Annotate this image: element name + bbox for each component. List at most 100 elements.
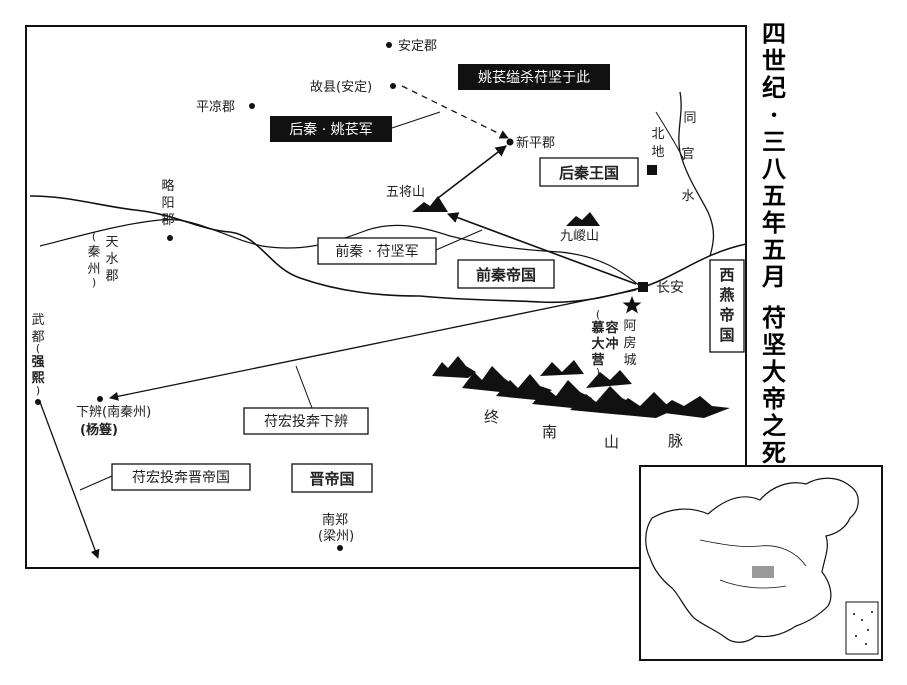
city-dot-lueyang <box>167 235 173 241</box>
place-nanzheng-1: 南郑 <box>322 512 348 528</box>
place-afang-2: 房 <box>623 335 636 351</box>
place-wujiangshan: 五将山 <box>386 185 425 200</box>
murong-camp-2: 慕 <box>590 320 604 336</box>
qiangxi-4: ) <box>36 384 40 397</box>
city-dot-anding <box>386 42 392 48</box>
place-qinzhou-2: 秦 <box>87 245 100 260</box>
fu-hong-xiabian-box <box>243 407 369 435</box>
western-yan-char-4: 国 <box>719 326 734 344</box>
place-qinzhou-1: ( <box>92 230 96 243</box>
changan-to-xiabian-arrow <box>109 289 637 401</box>
fu-hong-xiabian-label: 苻宏投奔下辨 <box>264 413 348 430</box>
zhongnan-mountain-range-icon <box>432 356 730 418</box>
murong-camp-4: 冲 <box>605 336 618 352</box>
murong-camp-3: 容 <box>604 320 618 336</box>
place-xinping: 新平郡 <box>516 135 555 151</box>
inset-china-outline <box>645 477 859 643</box>
former-qin-state-label: 前秦帝国 <box>476 266 536 284</box>
city-dot-xinping <box>506 138 514 146</box>
place-xiabian: 下辨(南秦州) <box>76 404 151 420</box>
place-yang-nan: (杨簦) <box>80 422 118 438</box>
zhongnan-char-2: 南 <box>542 423 557 441</box>
tongguan-char-1: 同 <box>683 111 696 126</box>
inset-south-sea-islands <box>853 611 873 645</box>
jin-state-box <box>291 463 373 493</box>
place-tianshui-2: 水 <box>105 252 118 267</box>
place-tianshui-3: 郡 <box>105 269 118 284</box>
city-dot-wudu <box>35 399 41 405</box>
place-afang-1: 阿 <box>623 319 636 334</box>
jiuzong-mountain-icon <box>566 212 600 226</box>
place-nanzheng-2: (梁州) <box>318 529 354 544</box>
city-dot-guxian <box>390 83 396 89</box>
place-qinzhou-3: 州 <box>87 262 100 277</box>
former-qin-army-label: 前秦 · 苻坚军 <box>335 243 418 260</box>
callout-leader-xiabian <box>295 365 313 409</box>
murong-camp-7: ) <box>596 366 600 379</box>
place-beidi-1: 北 <box>651 127 664 142</box>
city-dot-xiabian <box>97 396 103 402</box>
yao-route-dashed <box>401 85 509 139</box>
place-changan: 长安 <box>656 280 684 296</box>
title-char: 四 <box>762 19 786 48</box>
callout-leader-former-qin <box>435 229 483 251</box>
jing-river <box>39 218 641 287</box>
inset-inner-border <box>699 539 807 589</box>
zhongnan-char-4: 脉 <box>668 432 683 450</box>
place-lueyang-2: 阳 <box>161 196 174 211</box>
title-char: 世 <box>762 46 786 75</box>
camp-star-icon <box>622 296 642 314</box>
title-char: 大 <box>762 357 786 386</box>
place-lueyang-1: 略 <box>161 178 174 194</box>
qiangxi-2: 强 <box>31 355 44 370</box>
title-char: 苻 <box>762 303 786 332</box>
murong-camp-5: 大 <box>591 336 604 352</box>
place-guxian: 故县(安定) <box>310 80 372 95</box>
yao-kills-label: 姚苌缢杀苻坚于此 <box>478 69 590 86</box>
western-yan-char-1: 西 <box>719 266 734 284</box>
place-lueyang-3: 郡 <box>161 213 174 228</box>
title-char: 三 <box>762 127 786 156</box>
capital-square-beidi <box>647 165 657 175</box>
callout-leader-later-qin <box>391 111 441 129</box>
tongguan-char-2: 官 <box>681 146 694 162</box>
title-char: 八 <box>762 154 786 183</box>
fu-hong-jin-label: 苻宏投奔晋帝国 <box>132 469 230 486</box>
place-wudu-2: 都 <box>31 330 44 345</box>
former-qin-state-box <box>457 259 555 289</box>
place-jiuzongshan: 九嵕山 <box>560 229 599 244</box>
wudu-to-south-arrow <box>39 401 100 559</box>
place-anding: 安定郡 <box>398 39 437 54</box>
title-char: 之 <box>762 411 786 440</box>
western-yan-char-3: 帝 <box>719 306 734 324</box>
title-char: 帝 <box>762 384 786 413</box>
place-tianshui-1: 天 <box>105 235 118 250</box>
city-dot-nanzheng <box>337 545 343 551</box>
jin-state-label: 晋帝国 <box>309 470 354 488</box>
place-qinzhou-4: ) <box>92 276 96 289</box>
title-char: 坚 <box>762 330 786 359</box>
place-afang-3: 城 <box>623 353 636 368</box>
title-char: 五 <box>762 235 786 264</box>
place-wudu-1: 武 <box>31 313 44 328</box>
tongguan-river <box>678 91 715 257</box>
title-char: 五 <box>762 181 786 210</box>
qiangxi-3: 熙 <box>31 371 44 386</box>
title-char: 纪 <box>762 73 786 102</box>
qiangxi-1: ( <box>36 342 40 355</box>
inset-south-sea-box <box>845 601 879 655</box>
tongguan-river-branch <box>655 111 685 161</box>
place-pingliang: 平凉郡 <box>196 100 235 115</box>
western-yan-char-2: 燕 <box>719 286 734 304</box>
zhongnan-char-1: 终 <box>484 408 499 426</box>
later-qin-state-label: 后秦王国 <box>559 164 619 182</box>
wujiang-to-xinping-arrow <box>437 145 507 199</box>
wei-river <box>29 195 747 304</box>
map-title: 四 世 纪 · 三 八 五 年 五 月 苻 坚 大 帝 之 死 <box>752 20 796 466</box>
yao-kills-box <box>458 64 610 90</box>
capital-square-changan <box>638 282 648 292</box>
later-qin-army-label: 后秦 · 姚苌军 <box>289 122 372 138</box>
title-gap <box>752 290 796 304</box>
fu-hong-jin-box <box>111 463 251 491</box>
changan-to-wujiang-arrow <box>446 212 637 285</box>
